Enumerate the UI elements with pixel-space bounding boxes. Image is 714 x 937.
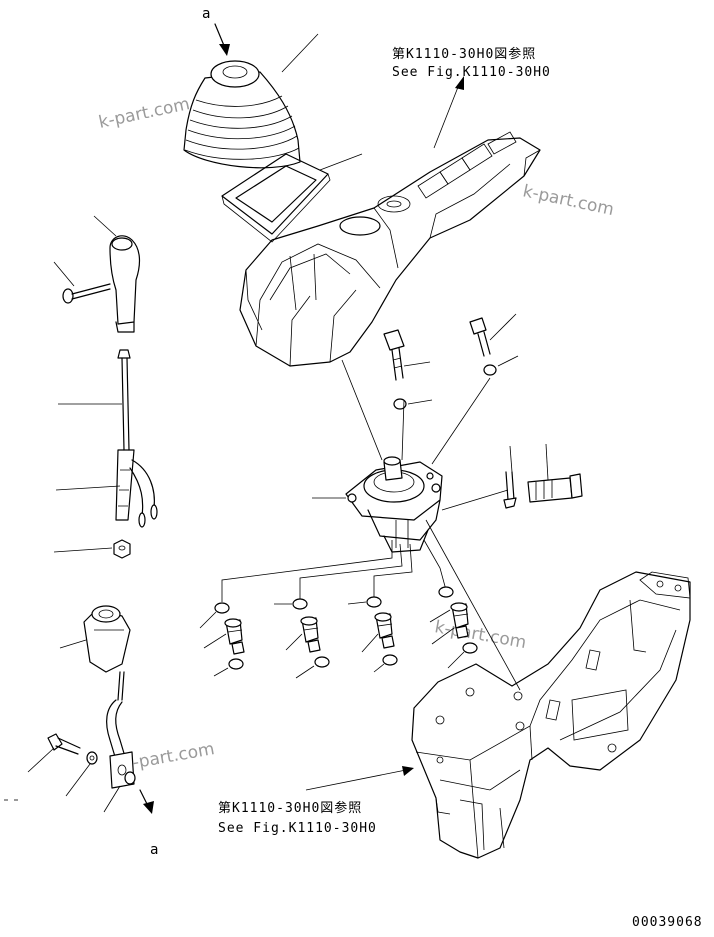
leader-line (305, 769, 407, 791)
view-arrow-bottom (139, 789, 154, 814)
leader-line (509, 445, 513, 473)
view-marker-bottom: a (150, 842, 158, 858)
pivot-bolt (527, 473, 583, 503)
fitting-set-2 (292, 598, 330, 668)
reference-arrow (455, 76, 464, 90)
leader-line (373, 663, 385, 673)
fitting-set-1 (214, 602, 245, 670)
cap-bolt-upper (383, 329, 405, 381)
leader-line (285, 633, 303, 651)
leader-line (347, 601, 367, 605)
leader-line (55, 485, 121, 491)
washer (86, 751, 98, 765)
reference-note-jp: 第K1110-30H0図参照 (392, 46, 536, 62)
spring-washer-small (483, 364, 497, 376)
watermark: k-part.com (121, 739, 216, 775)
leader-line (53, 261, 75, 287)
leader-line (93, 215, 117, 237)
leader-line (403, 361, 431, 367)
leader-line (295, 665, 315, 679)
reference-note-jp: 第K1110-30H0図参照 (218, 800, 362, 816)
spring-washer-upper (393, 398, 407, 410)
reference-note-en: See Fig.K1110-30H0 (218, 821, 377, 836)
knob-screw (62, 283, 111, 304)
leader-line (361, 633, 379, 653)
lever-boot (183, 60, 301, 169)
leader-line (53, 547, 113, 553)
leader-line (497, 355, 519, 367)
leader-line (213, 667, 229, 677)
clevis-bolt (47, 733, 81, 755)
leader-line (447, 651, 465, 669)
leader-line (319, 153, 363, 171)
leader-line (59, 639, 87, 649)
assembly-line (425, 519, 521, 691)
assembly-line (431, 377, 491, 465)
watermark: k-part.com (97, 94, 192, 133)
lever-rod-assembly (115, 349, 158, 528)
leader-line (545, 443, 549, 481)
assembly-line (441, 489, 509, 511)
watermark: k-part.com (521, 181, 616, 220)
leader-line (65, 763, 91, 797)
drawing-number: 00039068 (632, 915, 703, 930)
reference-note-en: See Fig.K1110-30H0 (392, 65, 551, 80)
assembly-line (401, 399, 405, 461)
leader-line (431, 627, 455, 645)
hex-nut (113, 539, 131, 559)
leader-line (429, 609, 451, 623)
leader-line (103, 785, 121, 813)
leader-line (199, 611, 217, 629)
link-rod (106, 671, 136, 789)
lever-knob (109, 235, 141, 333)
leader-line (407, 399, 433, 405)
cap-bolt-small (469, 317, 491, 357)
leader-line (281, 33, 319, 73)
fitting-set-3 (366, 596, 398, 666)
view-arrow-top (214, 23, 230, 56)
joystick-valve (345, 456, 443, 553)
watermark: k-part.com (433, 617, 528, 653)
mounting-bracket (411, 571, 691, 859)
split-pin (503, 471, 517, 509)
view-marker-top: a (202, 6, 210, 22)
boot-plate (221, 153, 331, 243)
hose-routing (221, 539, 447, 602)
leader-line (203, 633, 227, 649)
leader-line (433, 81, 461, 149)
leader-line (27, 747, 55, 773)
reference-arrow (402, 766, 414, 776)
leader-line (489, 313, 517, 341)
assembly-line (341, 359, 383, 461)
console-cover (239, 131, 541, 367)
lower-boot (83, 605, 131, 673)
fitting-set-4 (438, 586, 478, 654)
